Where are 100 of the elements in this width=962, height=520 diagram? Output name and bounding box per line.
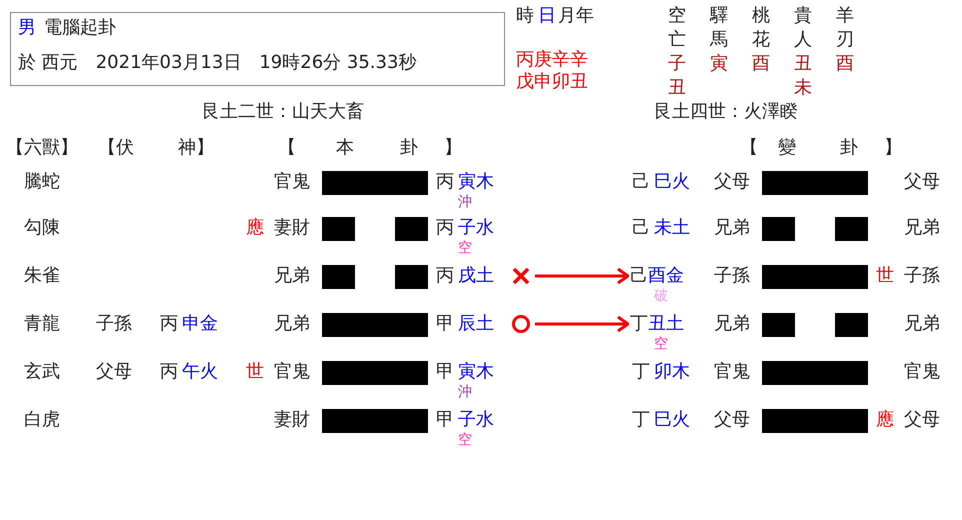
branch-text: 丑 bbox=[794, 54, 812, 74]
column-heading: 神】 bbox=[178, 138, 214, 158]
branch-text: 丑 bbox=[668, 78, 686, 98]
relation-text: 兄弟 bbox=[714, 314, 750, 334]
stem-row: 丙庚辛辛 bbox=[516, 50, 588, 70]
relation-text: 妻財 bbox=[274, 410, 310, 430]
ying-mark: 應 bbox=[246, 218, 264, 238]
branch-text: 未土 bbox=[654, 218, 690, 238]
star-name: 桃 bbox=[752, 6, 770, 26]
star-name: 貴 bbox=[794, 6, 812, 26]
relation-text: 父母 bbox=[904, 172, 940, 192]
stem-text: 丁 bbox=[632, 410, 650, 430]
star-name: 人 bbox=[794, 30, 812, 50]
spirit-name: 勾陳 bbox=[24, 218, 60, 238]
note-text: 沖 bbox=[458, 194, 472, 210]
relation-text: 兄弟 bbox=[274, 314, 310, 334]
branch-text: 午火 bbox=[182, 362, 218, 382]
relation-text: 兄弟 bbox=[274, 266, 310, 286]
pillar-heading: 日 bbox=[538, 6, 556, 26]
column-heading: 本 bbox=[336, 138, 354, 158]
star-name: 刃 bbox=[836, 30, 854, 50]
ying-mark: 應 bbox=[876, 410, 894, 430]
spirit-name: 玄武 bbox=[24, 362, 60, 382]
line-label: 丁丑土 bbox=[630, 314, 684, 334]
star-name: 花 bbox=[752, 30, 770, 50]
column-heading: 卦 bbox=[840, 138, 858, 158]
column-heading: 變 bbox=[778, 138, 796, 158]
branch-text: 子水 bbox=[458, 218, 494, 238]
column-heading: 【六獸】 bbox=[6, 138, 78, 158]
stem-text: 丙 bbox=[160, 314, 178, 334]
relation-text: 官鬼 bbox=[274, 172, 310, 192]
branch-row: 戊申卯丑 bbox=[516, 72, 588, 92]
cross-mark bbox=[511, 266, 531, 286]
stem-text: 甲 bbox=[436, 314, 454, 334]
branch-text: 寅 bbox=[710, 54, 728, 74]
stem-text: 丙 bbox=[436, 218, 454, 238]
hexagram-title: 艮土二世：山天大畜 bbox=[202, 102, 364, 122]
info-box bbox=[10, 12, 505, 86]
star-name: 羊 bbox=[836, 6, 854, 26]
note-text: 空 bbox=[654, 336, 668, 352]
spirit-name: 青龍 bbox=[24, 314, 60, 334]
pillar-heading: 時 bbox=[516, 6, 534, 26]
note-text: 空 bbox=[458, 432, 472, 448]
branch-text: 巳火 bbox=[654, 410, 690, 430]
relation-text: 官鬼 bbox=[274, 362, 310, 382]
star-name: 亡 bbox=[668, 30, 686, 50]
relation-text: 父母 bbox=[714, 410, 750, 430]
branch-text: 辰土 bbox=[458, 314, 494, 334]
stem-text: 甲 bbox=[436, 410, 454, 430]
relation-text: 官鬼 bbox=[904, 362, 940, 382]
relation-text: 父母 bbox=[96, 362, 132, 382]
stem-text: 丁 bbox=[632, 362, 650, 382]
column-heading: 卦 bbox=[400, 138, 418, 158]
stem-text: 丙 bbox=[436, 266, 454, 286]
column-heading: 】 bbox=[884, 138, 902, 158]
branch-text: 卯木 bbox=[654, 362, 690, 382]
relation-text: 子孫 bbox=[714, 266, 750, 286]
relation-text: 子孫 bbox=[904, 266, 940, 286]
relation-text: 妻財 bbox=[274, 218, 310, 238]
shi-mark: 世 bbox=[876, 266, 894, 286]
pillar-heading: 月年 bbox=[558, 6, 594, 26]
stem-text: 丙 bbox=[436, 172, 454, 192]
arrow bbox=[535, 268, 630, 284]
note-text: 空 bbox=[458, 240, 472, 256]
spirit-name: 騰蛇 bbox=[24, 172, 60, 192]
relation-text: 官鬼 bbox=[714, 362, 750, 382]
column-heading: 【伏 bbox=[98, 138, 134, 158]
branch-text: 子 bbox=[668, 54, 686, 74]
branch-text: 巳火 bbox=[654, 172, 690, 192]
branch-text: 寅木 bbox=[458, 172, 494, 192]
branch-text: 申金 bbox=[182, 314, 218, 334]
star-name: 驛 bbox=[710, 6, 728, 26]
relation-text: 父母 bbox=[714, 172, 750, 192]
line-label: 己酉金 bbox=[630, 266, 684, 286]
circle-mark bbox=[511, 314, 531, 334]
branch-text: 戌土 bbox=[458, 266, 494, 286]
arrow bbox=[535, 316, 630, 332]
column-heading: 【 bbox=[740, 138, 758, 158]
note-text: 破 bbox=[654, 288, 668, 304]
relation-text: 兄弟 bbox=[904, 314, 940, 334]
relation-text: 兄弟 bbox=[904, 218, 940, 238]
stem-text: 己 bbox=[632, 172, 650, 192]
relation-text: 兄弟 bbox=[714, 218, 750, 238]
stem-text: 丙 bbox=[160, 362, 178, 382]
spirit-name: 白虎 bbox=[24, 410, 60, 430]
branch-text: 未 bbox=[794, 78, 812, 98]
branch-text: 子水 bbox=[458, 410, 494, 430]
gender-label: 男 bbox=[18, 18, 36, 38]
relation-text: 子孫 bbox=[96, 314, 132, 334]
spirit-name: 朱雀 bbox=[24, 266, 60, 286]
relation-text: 父母 bbox=[904, 410, 940, 430]
note-text: 沖 bbox=[458, 384, 472, 400]
method-label: 電腦起卦 bbox=[44, 18, 116, 38]
branch-text: 酉 bbox=[752, 54, 770, 74]
hexagram-title: 艮土四世：火澤睽 bbox=[654, 102, 798, 122]
column-heading: 【 bbox=[278, 138, 296, 158]
stem-text: 己 bbox=[632, 218, 650, 238]
branch-text: 酉 bbox=[836, 54, 854, 74]
star-name: 馬 bbox=[710, 30, 728, 50]
date-time-text: 於 西元 2021年03月13日 19時26分 35.33秒 bbox=[18, 53, 416, 73]
